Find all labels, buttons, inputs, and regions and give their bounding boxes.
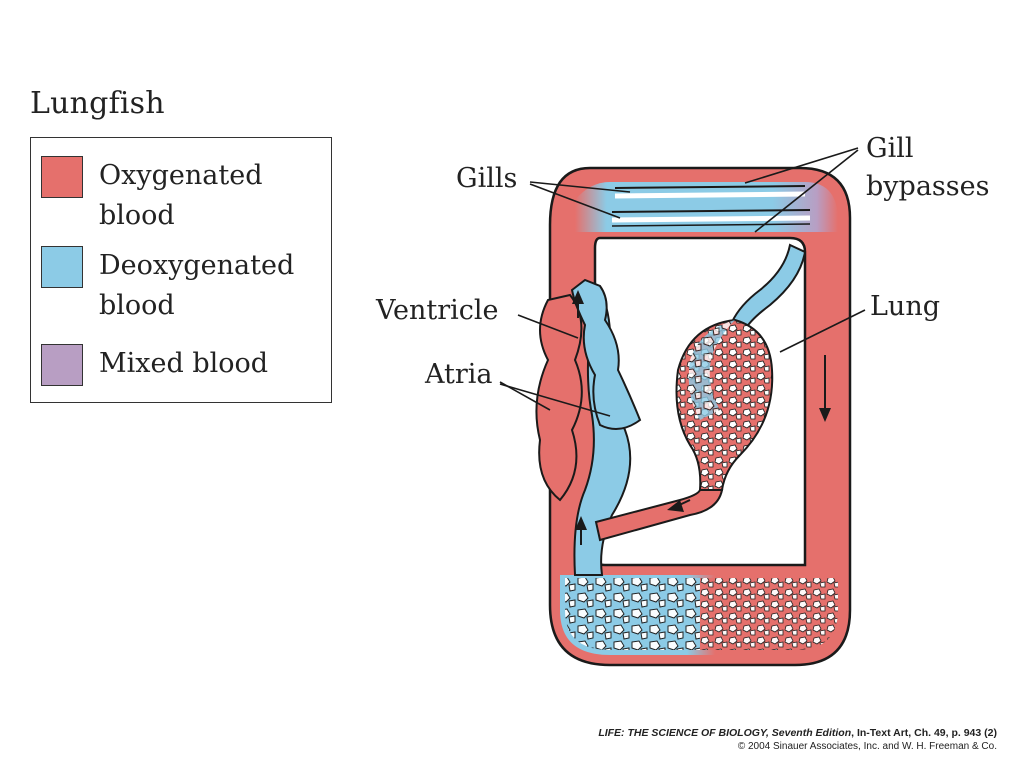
diagram-title: Lungfish: [30, 86, 165, 121]
credit-copyright: © 2004 Sinauer Associates, Inc. and W. H…: [737, 741, 997, 752]
leader-atria-2: [499, 383, 611, 417]
leader-lung: [779, 309, 866, 353]
leader-bypass-1: [744, 147, 859, 184]
label-gills: Gills: [456, 163, 518, 194]
gill-line-lower: [611, 215, 811, 223]
heart-ventricle: [570, 278, 642, 430]
credit-book-title: LIFE: THE SCIENCE OF BIOLOGY, Seventh Ed…: [598, 727, 852, 739]
legend-item-oxygenated: Oxygenated blood: [41, 156, 262, 236]
legend-item-mixed: Mixed blood: [41, 344, 268, 386]
credit-line-1: LIFE: THE SCIENCE OF BIOLOGY, Seventh Ed…: [598, 726, 997, 740]
legend-label-deoxygenated: Deoxygenated blood: [99, 250, 295, 321]
legend-label-oxygenated: Oxygenated blood: [99, 160, 263, 231]
leader-gills-2: [529, 183, 621, 219]
label-ventricle: Ventricle: [376, 295, 499, 326]
legend-swatch-mixed: [41, 344, 83, 386]
leader-gills-1: [529, 181, 631, 193]
legend-label-mixed: Mixed blood: [99, 348, 269, 379]
legend-swatch-deoxygenated: [41, 246, 83, 288]
credit-reference: , In-Text Art, Ch. 49, p. 943 (2): [851, 727, 997, 739]
legend-item-deoxygenated: Deoxygenated blood: [41, 246, 294, 326]
heart-atria: [535, 293, 583, 502]
credit: LIFE: THE SCIENCE OF BIOLOGY, Seventh Ed…: [598, 726, 997, 754]
label-atria: Atria: [425, 359, 493, 390]
label-lung: Lung: [870, 291, 940, 322]
pulmonary-vein: [594, 489, 724, 542]
leader-ventricle: [517, 314, 579, 339]
legend: Oxygenated blood Deoxygenated blood Mixe…: [30, 137, 332, 403]
gill-line-upper: [614, 185, 806, 189]
label-gill-bypasses: Gill bypasses: [866, 133, 990, 202]
legend-swatch-oxygenated: [41, 156, 83, 198]
leader-bypass-2: [754, 149, 859, 233]
